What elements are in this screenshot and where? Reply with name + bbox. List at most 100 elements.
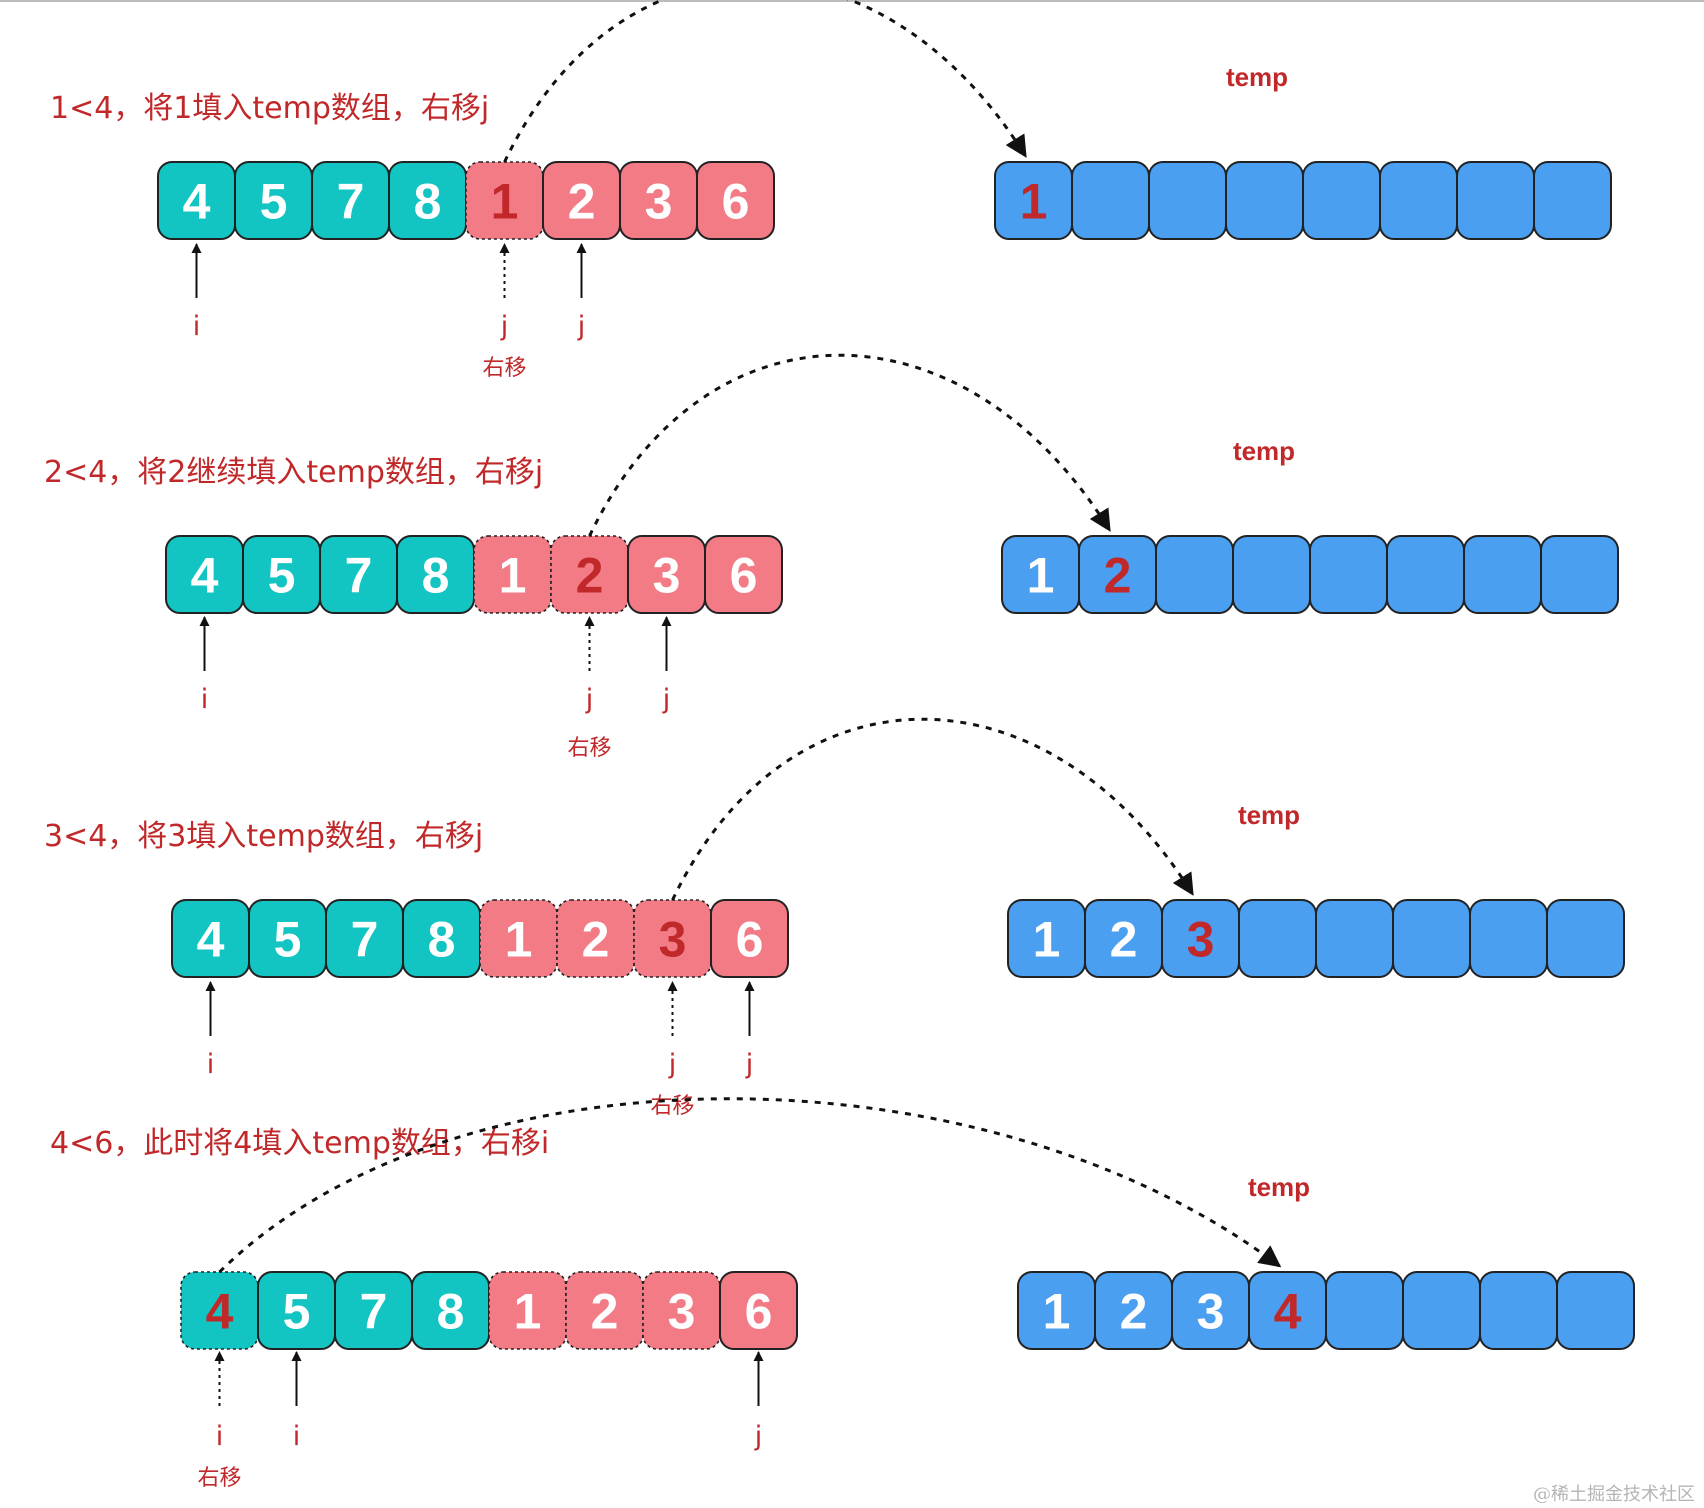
move-label: 右移 bbox=[650, 1094, 694, 1119]
move-arrow bbox=[588, 353, 1111, 537]
temp-cell-box bbox=[1463, 535, 1542, 614]
array-cell: 2 bbox=[565, 1271, 644, 1350]
array-cell-value: 7 bbox=[351, 912, 379, 968]
temp-cell-value: 1 bbox=[1027, 548, 1055, 604]
temp-cell bbox=[1238, 899, 1317, 978]
array-cell: 5 bbox=[248, 899, 327, 978]
temp-cell bbox=[1386, 535, 1465, 614]
temp-cell bbox=[1540, 535, 1619, 614]
array-cell-value: 1 bbox=[505, 912, 533, 968]
array-cell-box bbox=[488, 1271, 567, 1350]
pointer-label: i bbox=[201, 684, 209, 715]
pointer-i: i bbox=[291, 1351, 302, 1452]
pointer-label: j bbox=[662, 684, 671, 715]
temp-cell bbox=[1533, 161, 1612, 240]
temp-cell: 1 bbox=[994, 161, 1073, 240]
array-cell: 7 bbox=[325, 899, 404, 978]
temp-cell bbox=[1325, 1271, 1404, 1350]
pointer-i: i bbox=[214, 1351, 225, 1452]
pointer-label: j bbox=[500, 311, 509, 342]
pointer-label: j bbox=[754, 1421, 763, 1452]
pointer-i: i bbox=[205, 981, 216, 1080]
array-cell: 1 bbox=[479, 899, 558, 978]
step-title: 1<4，将1填入temp数组，右移j bbox=[50, 91, 489, 126]
step-title: 4<6，此时将4填入temp数组，右移i bbox=[50, 1126, 549, 1161]
temp-cell bbox=[1546, 899, 1625, 978]
temp-label: temp bbox=[1248, 1172, 1310, 1202]
temp-cell-value: 4 bbox=[1274, 1284, 1302, 1340]
array-cell-box bbox=[642, 1271, 721, 1350]
array-cell-value: 5 bbox=[260, 174, 288, 230]
array-cell-box bbox=[710, 899, 789, 978]
temp-array: 1 bbox=[994, 161, 1612, 240]
temp-cell: 4 bbox=[1248, 1271, 1327, 1350]
array-cell-value: 4 bbox=[183, 174, 211, 230]
temp-cell bbox=[1392, 899, 1471, 978]
pointer-label: j bbox=[585, 684, 594, 715]
array-cell: 7 bbox=[311, 161, 390, 240]
array-cell-value: 4 bbox=[191, 548, 219, 604]
temp-cell: 1 bbox=[1001, 535, 1080, 614]
temp-cell-box bbox=[1309, 535, 1388, 614]
temp-cell-box bbox=[1456, 161, 1535, 240]
array-cell: 6 bbox=[704, 535, 783, 614]
array-cell: 2 bbox=[550, 535, 629, 614]
pointer-j: j bbox=[499, 243, 510, 342]
array-cell: 7 bbox=[319, 535, 398, 614]
array-cell-value: 6 bbox=[736, 912, 764, 968]
array-cell-value: 8 bbox=[437, 1284, 465, 1340]
array-cell-value: 7 bbox=[337, 174, 365, 230]
pointer-label: i bbox=[216, 1421, 224, 1452]
array-cell-value: 1 bbox=[514, 1284, 542, 1340]
move-label: 右移 bbox=[482, 356, 526, 381]
array-cell: 8 bbox=[388, 161, 467, 240]
temp-cell bbox=[1071, 161, 1150, 240]
pointer-i: i bbox=[199, 616, 210, 715]
pointer-label: j bbox=[745, 1049, 754, 1080]
array-cell: 8 bbox=[411, 1271, 490, 1350]
array-cell-value: 8 bbox=[414, 174, 442, 230]
temp-cell: 1 bbox=[1017, 1271, 1096, 1350]
temp-cell-box bbox=[1155, 535, 1234, 614]
temp-cell bbox=[1315, 899, 1394, 978]
temp-cell-box bbox=[1325, 1271, 1404, 1350]
temp-cell bbox=[1479, 1271, 1558, 1350]
array-cell-value: 3 bbox=[659, 912, 687, 968]
array-cell: 8 bbox=[396, 535, 475, 614]
array-cell: 4 bbox=[180, 1271, 259, 1350]
pointer-label: j bbox=[577, 311, 586, 342]
array-cell: 2 bbox=[556, 899, 635, 978]
temp-cell: 3 bbox=[1161, 899, 1240, 978]
temp-cell bbox=[1155, 535, 1234, 614]
temp-cell-box bbox=[1225, 161, 1304, 240]
temp-cell-box bbox=[1379, 161, 1458, 240]
array-cell-value: 6 bbox=[730, 548, 758, 604]
array-cell-value: 6 bbox=[745, 1284, 773, 1340]
temp-cell-box bbox=[1402, 1271, 1481, 1350]
array-cell-box bbox=[704, 535, 783, 614]
array-cell-value: 7 bbox=[345, 548, 373, 604]
temp-cell bbox=[1232, 535, 1311, 614]
temp-cell bbox=[1456, 161, 1535, 240]
array-cell-value: 2 bbox=[568, 174, 596, 230]
pointer-j: j bbox=[667, 981, 678, 1080]
array-cell-value: 1 bbox=[491, 174, 519, 230]
pointer-label: i bbox=[207, 1049, 215, 1080]
temp-cell-box bbox=[1302, 161, 1381, 240]
temp-cell-box bbox=[1469, 899, 1548, 978]
array-cell-value: 1 bbox=[499, 548, 527, 604]
temp-cell-box bbox=[1071, 161, 1150, 240]
array-cell-value: 4 bbox=[206, 1284, 234, 1340]
array-cell-box bbox=[565, 1271, 644, 1350]
array-cell-value: 4 bbox=[197, 912, 225, 968]
array-cell-value: 5 bbox=[283, 1284, 311, 1340]
temp-cell bbox=[1309, 535, 1388, 614]
